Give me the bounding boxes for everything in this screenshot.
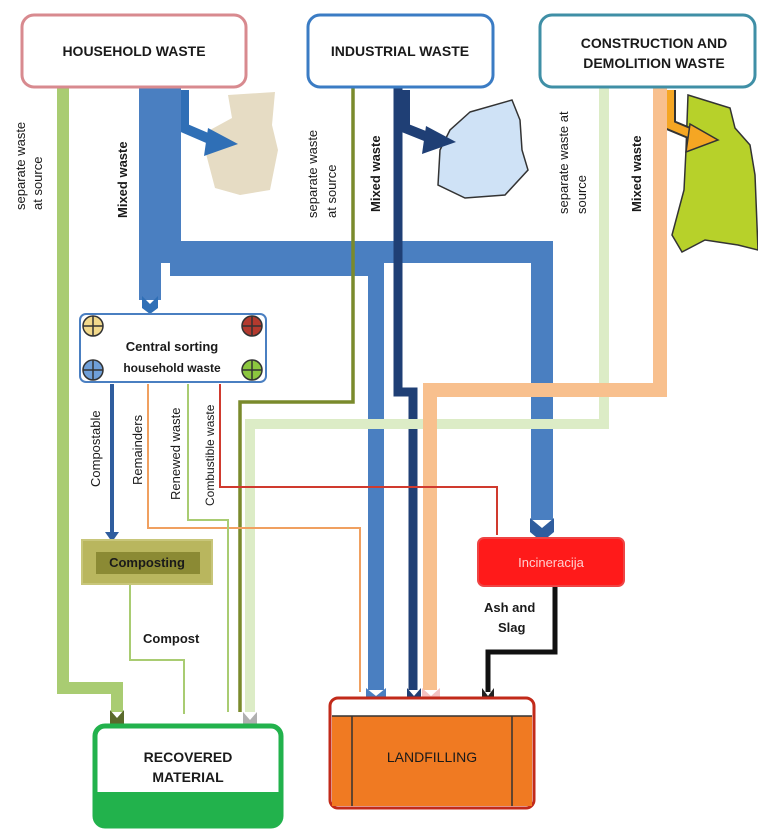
industrial-arrowhead bbox=[422, 126, 456, 154]
construction-mixed-label: Mixed waste bbox=[629, 135, 644, 212]
industrial-waste-label: INDUSTRIAL WASTE bbox=[331, 43, 469, 59]
bin-blue-icon bbox=[82, 359, 104, 381]
construction-mixed-flow bbox=[423, 88, 667, 690]
combustible-flow bbox=[219, 384, 498, 535]
incineration-label: Incineracija bbox=[518, 555, 585, 570]
composting-label: Composting bbox=[109, 555, 185, 570]
household-region-shape bbox=[205, 92, 278, 195]
bin-red-icon bbox=[241, 315, 263, 337]
household-separate-label-2: at source bbox=[30, 157, 45, 210]
industrial-separate-flow bbox=[238, 88, 355, 712]
central-sorting-box[interactable]: Central sorting household waste bbox=[79, 313, 267, 383]
ash-slag-label-1: Ash and bbox=[484, 600, 535, 615]
composting-box[interactable]: Composting bbox=[81, 539, 213, 585]
ash-slag-label-2: Slag bbox=[498, 620, 526, 635]
household-waste-label: HOUSEHOLD WASTE bbox=[62, 43, 205, 59]
industrial-region-shape bbox=[437, 99, 529, 199]
industrial-to-region-arrow bbox=[400, 90, 432, 143]
household-arrowhead bbox=[204, 128, 238, 156]
combustible-label: Combustible waste bbox=[203, 404, 217, 506]
landfilling-box[interactable]: LANDFILLING bbox=[328, 696, 536, 810]
industrial-separate-label-1: separate waste bbox=[305, 130, 320, 218]
chevron-incineration bbox=[530, 518, 554, 542]
incineration-box[interactable]: Incineracija bbox=[477, 537, 625, 587]
household-waste-box[interactable]: HOUSEHOLD WASTE bbox=[20, 13, 248, 89]
bin-green-icon bbox=[241, 359, 263, 381]
renewed-flow bbox=[187, 384, 229, 712]
renewed-label: Renewed waste bbox=[168, 408, 183, 501]
compostable-arrowhead bbox=[105, 532, 119, 542]
industrial-mixed-label: Mixed waste bbox=[368, 135, 383, 212]
bin-yellow-icon bbox=[82, 315, 104, 337]
recovered-material-label-2: MATERIAL bbox=[152, 769, 224, 785]
ash-slag-flow bbox=[485, 584, 558, 692]
central-sorting-subtitle: household waste bbox=[123, 361, 221, 375]
remainders-label: Remainders bbox=[130, 414, 145, 485]
construction-to-region-arrow-fill bbox=[666, 90, 696, 139]
household-separate-label-1: separate waste bbox=[13, 122, 28, 210]
household-mixed-label: Mixed waste bbox=[115, 141, 130, 218]
household-separate-flow bbox=[57, 88, 123, 712]
compostable-label: Compostable bbox=[88, 410, 103, 487]
industrial-separate-label-2: at source bbox=[324, 165, 339, 218]
central-sorting-title: Central sorting bbox=[126, 339, 219, 354]
compost-flow bbox=[129, 584, 185, 714]
construction-waste-label-2: DEMOLITION WASTE bbox=[583, 55, 725, 71]
construction-waste-label-1: CONSTRUCTION AND bbox=[581, 35, 727, 51]
industrial-waste-box[interactable]: INDUSTRIAL WASTE bbox=[306, 13, 495, 89]
compost-label: Compost bbox=[143, 631, 200, 646]
construction-separate-label-2: source bbox=[574, 175, 589, 214]
recovered-material-label-1: RECOVERED bbox=[144, 749, 233, 765]
recovered-material-box[interactable]: RECOVERED MATERIAL bbox=[92, 723, 284, 829]
remainders-flow bbox=[147, 384, 361, 692]
industrial-mixed-flow bbox=[393, 88, 418, 690]
construction-arrowhead bbox=[685, 122, 720, 154]
construction-separate-label-1: separate waste at bbox=[556, 111, 571, 214]
chevron-sorting bbox=[142, 296, 158, 314]
household-to-region-arrow bbox=[179, 90, 214, 145]
landfilling-label: LANDFILLING bbox=[387, 749, 477, 765]
construction-region-shape bbox=[671, 93, 758, 253]
construction-waste-box[interactable]: CONSTRUCTION AND DEMOLITION WASTE bbox=[538, 13, 757, 89]
household-mixed-to-landfill-flow bbox=[170, 260, 384, 690]
